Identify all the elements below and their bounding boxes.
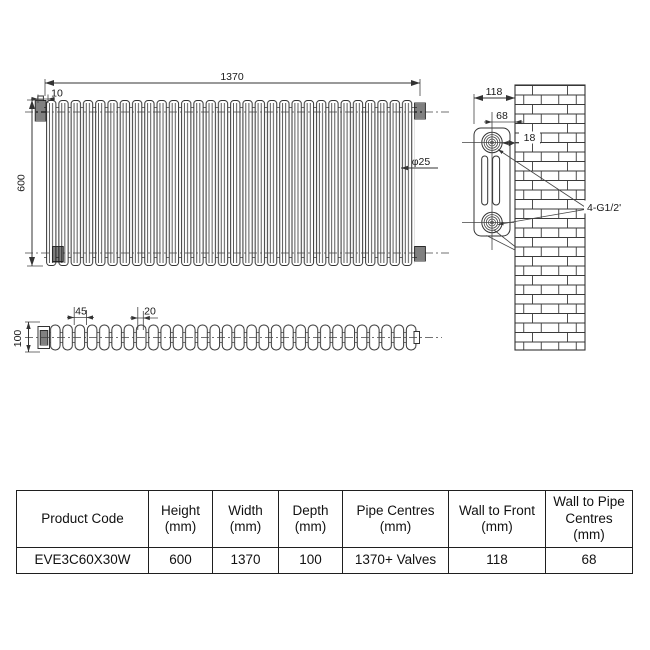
wall-brackets (34, 95, 426, 263)
dim-section-pitch: 45 (67, 306, 94, 325)
cell-height: 600 (148, 547, 213, 574)
cell-width: 1370 (212, 547, 279, 574)
dim-label-1370: 1370 (220, 71, 244, 83)
dim-label-10: 10 (51, 88, 63, 100)
technical-drawing: 1370 10 600 φ25 (12, 71, 636, 353)
brick-wall (514, 84, 586, 351)
cell-wall-to-front: 118 (448, 547, 546, 574)
cell-wall-to-pipe: 68 (545, 547, 633, 574)
top-view: 100 45 20 (12, 306, 442, 353)
header-height: Height (mm) (148, 490, 213, 548)
cell-pipe-centres: 1370+ Valves (342, 547, 449, 574)
dim-neck-width: 20 (130, 306, 158, 330)
dim-width-1370: 1370 (44, 71, 421, 96)
dim-label-20: 20 (144, 306, 156, 318)
thread-callout: 4-G1/2' (497, 149, 636, 226)
dim-label-18: 18 (524, 132, 536, 144)
header-wall-to-front: Wall to Front (mm) (448, 490, 546, 548)
radiator-columns (46, 100, 415, 266)
dim-height-600: 600 (16, 99, 43, 267)
header-depth: Depth (mm) (278, 490, 343, 548)
dim-label-45: 45 (75, 306, 87, 318)
dim-pipe-offset: 18 (500, 131, 541, 147)
cell-depth: 100 (278, 547, 343, 574)
dim-label-dia25: φ25 (412, 156, 431, 168)
dim-label-600: 600 (16, 174, 28, 192)
header-wall-to-pipe: Wall to Pipe Centres (mm) (545, 490, 633, 548)
side-view: 118 68 18 4-G1/2' (462, 84, 636, 351)
dim-depth-100: 100 (12, 321, 40, 353)
table-header-row: Product Code Height (mm) Width (mm) Dept… (16, 490, 633, 548)
dim-wall-to-front: 118 (473, 86, 515, 124)
dim-wall-to-pipe: 68 (484, 110, 523, 125)
front-view: 1370 10 600 φ25 (16, 71, 450, 267)
header-pipe-centres: Pipe Centres (mm) (342, 490, 449, 548)
dim-tube-diameter: φ25 (401, 156, 438, 171)
cell-product-code: EVE3C60X30W (16, 547, 149, 574)
dim-label-118: 118 (486, 86, 503, 98)
dim-label-68: 68 (496, 110, 508, 122)
header-product-code: Product Code (16, 490, 149, 548)
header-width: Width (mm) (212, 490, 279, 548)
dim-label-100: 100 (12, 330, 24, 348)
table-data-row: EVE3C60X30W 600 1370 100 1370+ Valves 11… (16, 547, 633, 574)
thread-label: 4-G1/2' (587, 202, 621, 214)
product-spec-table: Product Code Height (mm) Width (mm) Dept… (16, 490, 633, 574)
